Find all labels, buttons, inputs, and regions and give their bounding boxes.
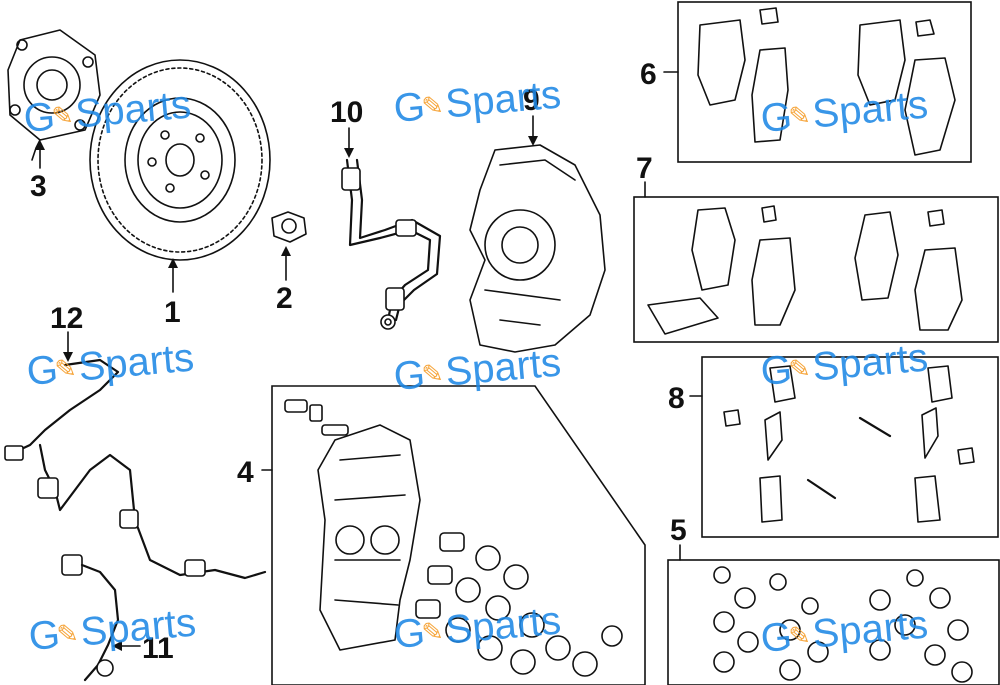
box-brake-pads <box>677 1 972 163</box>
watermark-wrench-icon: ✎ <box>420 358 444 390</box>
watermark: G ✎ Sparts <box>759 83 930 141</box>
watermarks: G ✎ Sparts G ✎ Sparts G ✎ Sparts G ✎ Spa… <box>22 73 930 661</box>
watermark-wrench-icon: ✎ <box>420 616 444 648</box>
watermark-wrench-icon: ✎ <box>50 100 74 132</box>
callout-6: 6 <box>640 58 657 91</box>
leader-lines <box>35 71 703 651</box>
watermark-text: Sparts <box>444 341 563 395</box>
callout-9: 9 <box>523 84 540 117</box>
part-brake-rotor <box>89 59 271 261</box>
watermark-text: Sparts <box>77 336 196 390</box>
callout-11: 11 <box>142 632 174 665</box>
part-wheel-speed-sensor <box>61 554 120 682</box>
watermark-letter: G <box>392 352 427 399</box>
box-caliper-assembly <box>271 385 646 685</box>
watermark: G ✎ Sparts <box>392 73 563 131</box>
watermark-text: Sparts <box>79 601 198 655</box>
callout-12: 12 <box>50 302 83 335</box>
watermark-letter: G <box>759 614 794 661</box>
watermark-letter: G <box>392 84 427 131</box>
part-brake-hose <box>341 158 442 330</box>
watermark-letter: G <box>392 610 427 657</box>
watermark: G ✎ Sparts <box>759 603 930 661</box>
watermark-wrench-icon: ✎ <box>53 353 77 385</box>
callout-3: 3 <box>30 170 47 203</box>
callout-1: 1 <box>164 296 181 329</box>
watermark-letter: G <box>22 94 57 141</box>
callout-4: 4 <box>237 456 254 489</box>
watermark: G ✎ Sparts <box>392 599 563 657</box>
watermark-wrench-icon: ✎ <box>787 353 811 385</box>
box-seal-kit <box>667 559 1000 685</box>
part-dust-shield <box>469 144 606 353</box>
box-pad-shims <box>633 196 999 343</box>
watermark: G ✎ Sparts <box>392 341 563 399</box>
watermark-text: Sparts <box>811 336 930 390</box>
box-hardware-kit <box>701 356 999 538</box>
part-lug-nut <box>271 211 307 243</box>
watermark-text: Sparts <box>811 83 930 137</box>
watermark-letter: G <box>759 94 794 141</box>
watermark-text: Sparts <box>811 603 930 657</box>
watermark: G ✎ Sparts <box>22 83 193 141</box>
watermark-text: Sparts <box>444 599 563 653</box>
callout-7: 7 <box>636 152 653 185</box>
part-abs-sensor-wire <box>4 358 267 580</box>
watermark: G ✎ Sparts <box>27 601 198 659</box>
watermark-text: Sparts <box>74 83 193 137</box>
callout-10: 10 <box>330 96 363 129</box>
part-hub-bearing <box>7 29 101 161</box>
watermark-text: Sparts <box>444 73 563 127</box>
callout-8: 8 <box>668 382 685 415</box>
watermark: G ✎ Sparts <box>25 336 196 394</box>
callout-5: 5 <box>670 514 687 547</box>
callout-2: 2 <box>276 282 293 315</box>
watermark-wrench-icon: ✎ <box>420 90 444 122</box>
callout-labels: 1 2 3 4 5 6 7 8 9 10 11 12 <box>30 58 687 665</box>
watermark-wrench-icon: ✎ <box>787 620 811 652</box>
watermark-letter: G <box>27 612 62 659</box>
watermark-letter: G <box>759 347 794 394</box>
watermark-wrench-icon: ✎ <box>787 100 811 132</box>
watermark: G ✎ Sparts <box>759 336 930 394</box>
watermark-wrench-icon: ✎ <box>55 618 79 650</box>
watermark-letter: G <box>25 347 60 394</box>
